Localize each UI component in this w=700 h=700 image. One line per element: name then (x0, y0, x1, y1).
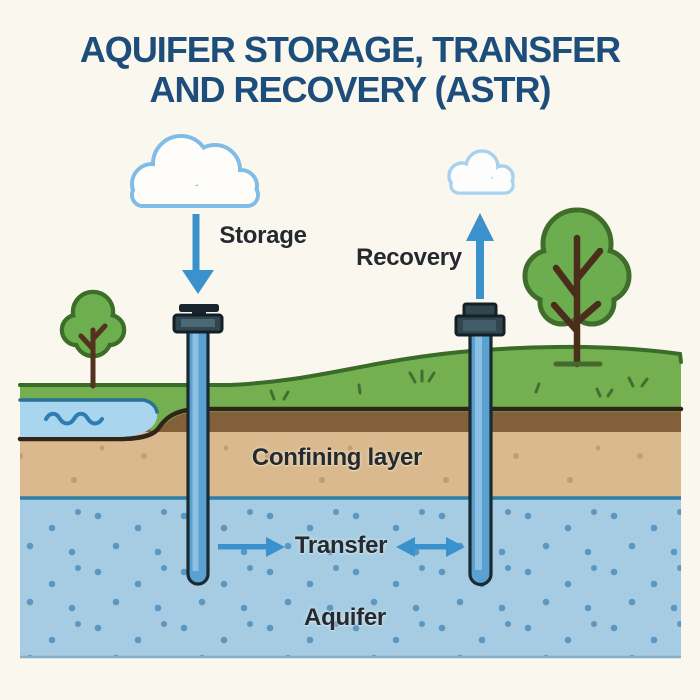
recovery-label: Recovery (356, 244, 462, 271)
page-title: AQUIFER STORAGE, TRANSFER AND RECOVERY (… (0, 30, 700, 110)
aquifer-layer (20, 496, 681, 659)
cloud-icon (447, 149, 515, 195)
confining-layer-label: Confining layer (251, 444, 423, 471)
aquifer-label: Aquifer (304, 604, 386, 631)
tree-icon (59, 289, 127, 389)
well-icon (454, 302, 506, 587)
cloud-icon (130, 134, 260, 208)
grass-tuft-icon (269, 369, 649, 401)
well-icon (172, 304, 224, 586)
pond-icon (18, 398, 159, 437)
grass-layer (17, 344, 684, 442)
wave-icon (44, 411, 104, 426)
double-arrow-icon (396, 537, 465, 557)
transfer-label: Transfer (294, 532, 388, 559)
tree-icon (522, 207, 632, 368)
right-arrow-icon (218, 537, 285, 557)
title-line-1: AQUIFER STORAGE, TRANSFER (79, 29, 621, 70)
up-arrow-icon (466, 213, 494, 299)
storage-label: Storage (219, 222, 307, 249)
title-line-2: AND RECOVERY (ASTR) (149, 69, 551, 110)
down-arrow-icon (182, 214, 214, 294)
